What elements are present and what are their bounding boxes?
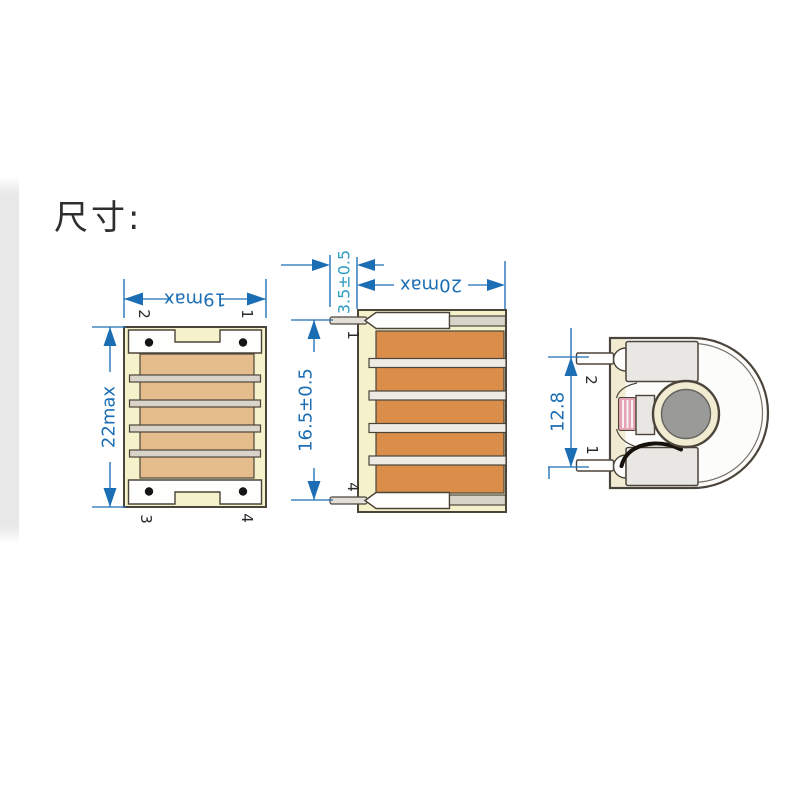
front-pin4-dot	[238, 487, 248, 496]
front-pin3-dot	[144, 487, 154, 496]
end-core	[660, 388, 712, 440]
side-width-value: 20max	[400, 275, 462, 296]
end-wire	[619, 441, 683, 468]
front-top-flange	[127, 329, 263, 354]
side-pin-spacing-dimension: 16.5±0.5	[291, 319, 333, 501]
end-flange-arcs	[615, 382, 638, 448]
front-pin2-dot	[144, 338, 154, 347]
side-tape-2	[368, 390, 507, 401]
front-height-dimension: 22max	[92, 326, 126, 508]
side-width-dimension: 20max	[357, 261, 506, 309]
side-tape-1	[368, 357, 507, 369]
end-top-sleeve	[625, 340, 699, 383]
end-view: 2 1 12.8	[548, 328, 770, 490]
front-tape-2	[128, 399, 262, 408]
front-width-value: 19max	[164, 289, 226, 310]
front-pin-label-2: 2	[135, 309, 153, 319]
side-pin-label-1: 1	[344, 330, 362, 340]
end-pin1-lead	[575, 459, 615, 472]
front-winding	[139, 353, 255, 479]
front-height-value: 22max	[99, 386, 120, 448]
front-pin-label-1: 1	[238, 309, 256, 319]
side-top-slot	[448, 315, 507, 327]
end-body-inner-rim	[692, 342, 764, 484]
side-tape-4	[368, 455, 507, 466]
side-pin-spacing-value: 16.5±0.5	[296, 368, 317, 452]
end-pin2-lead	[575, 352, 615, 365]
end-bobbin	[635, 394, 656, 436]
side-pin1-sleeve	[363, 311, 451, 330]
side-lead-value: 3.5±0.5	[335, 250, 354, 314]
front-tape-1	[128, 374, 262, 383]
front-pin-label-3: 3	[137, 514, 155, 524]
end-bottom-sleeve	[625, 446, 699, 487]
side-pin1-lead	[329, 316, 368, 325]
side-tape-3	[368, 422, 507, 434]
scan-edge-strip	[0, 176, 19, 544]
front-tape-4	[128, 449, 262, 458]
front-view: 2 1 3 4 19max 22max	[92, 279, 267, 524]
side-pin-label-4: 4	[344, 482, 362, 492]
side-pin4-lead	[329, 496, 368, 505]
end-pin-label-2: 2	[582, 375, 600, 385]
side-winding	[375, 330, 505, 494]
end-pin-spacing-value: 12.8	[548, 392, 569, 432]
front-pin1-dot	[238, 338, 248, 347]
end-pin-spacing-dimension: 12.8	[548, 328, 589, 479]
front-tape-3	[128, 424, 262, 433]
end-pin-label-1: 1	[583, 445, 601, 455]
side-pin4-sleeve	[363, 491, 451, 510]
front-width-dimension: 19max	[123, 279, 267, 318]
page-title: 尺寸:	[54, 198, 143, 238]
side-lead-dimension: 3.5±0.5	[281, 250, 384, 314]
side-bottom-slot	[448, 494, 507, 506]
front-bottom-flange	[127, 479, 263, 505]
end-coil-turns	[622, 400, 633, 428]
side-view: 1 4 3.5±0.5 20max 16.5±0.5	[281, 250, 507, 513]
front-pin-label-4: 4	[238, 513, 256, 523]
